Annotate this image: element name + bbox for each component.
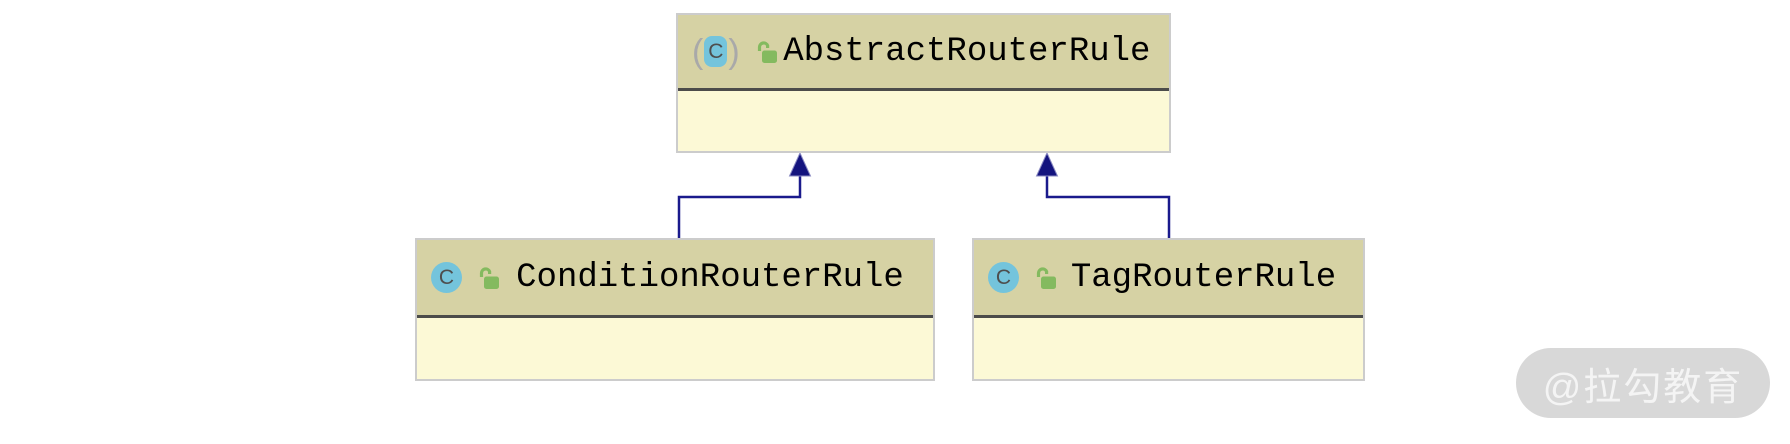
class-name: AbstractRouterRule: [783, 32, 1151, 71]
generalization-arrowhead: [788, 151, 812, 177]
class-node-tag-router-rule[interactable]: C TagRouterRule: [972, 238, 1365, 381]
generalization-arrowhead: [1035, 151, 1059, 177]
inheritance-edge-tag-to-abstract[interactable]: [1035, 151, 1171, 238]
class-badge-icon: C: [704, 36, 728, 67]
class-icon: C: [988, 262, 1019, 293]
class-header: C ConditionRouterRule: [417, 240, 933, 318]
class-name: TagRouterRule: [1070, 258, 1337, 297]
watermark-badge: @拉勾教育: [1516, 348, 1770, 418]
class-icon: C: [431, 262, 462, 293]
inheritance-edge-condition-to-abstract[interactable]: [677, 151, 812, 238]
class-name: ConditionRouterRule: [516, 258, 904, 297]
public-unlocked-icon: [477, 265, 501, 291]
class-node-abstract-router-rule[interactable]: ( C ) AbstractRouterRule: [676, 13, 1171, 153]
class-node-condition-router-rule[interactable]: C ConditionRouterRule: [415, 238, 935, 381]
abstract-class-icon: ( C ): [692, 35, 740, 69]
class-badge-icon: C: [988, 262, 1019, 293]
public-unlocked-icon: [1034, 265, 1058, 291]
abstract-paren-left: (: [692, 32, 704, 71]
class-header: ( C ) AbstractRouterRule: [678, 15, 1169, 91]
class-header: C TagRouterRule: [974, 240, 1363, 318]
abstract-paren-right: ): [728, 32, 740, 71]
watermark-text: @拉勾教育: [1542, 366, 1744, 409]
class-badge-icon: C: [431, 262, 462, 293]
public-unlocked-icon: [755, 39, 779, 65]
